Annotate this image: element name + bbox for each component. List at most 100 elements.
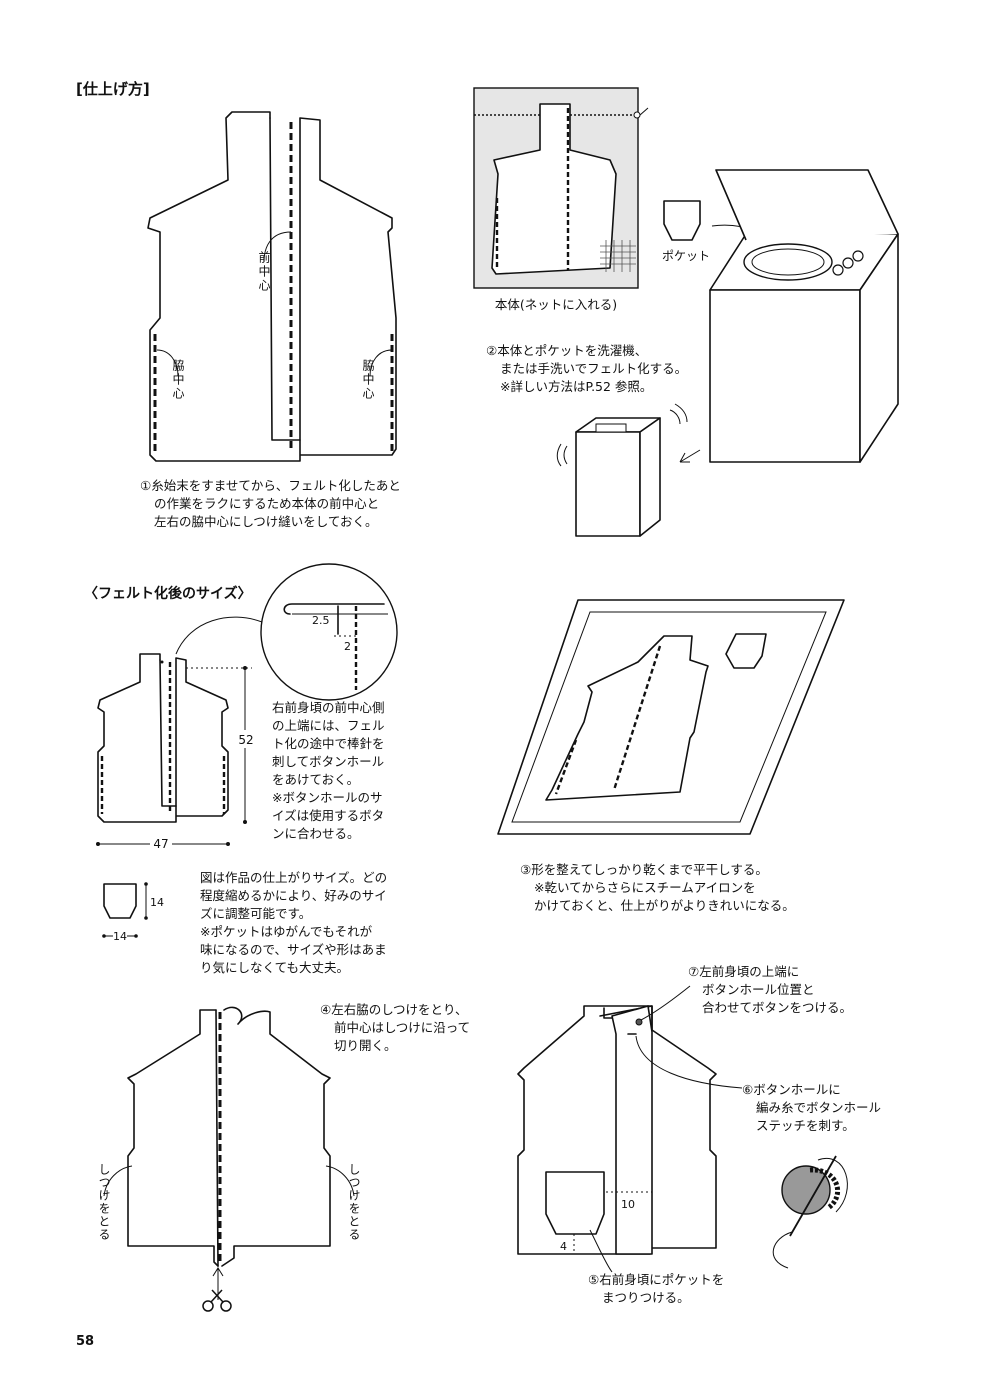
step4-cut-edge xyxy=(215,1009,219,1267)
felted-size-diagram: 52 47 2.5 2 右前身頃の前中心側 の上端には、フェル ト化の途中で棒針… xyxy=(96,563,398,975)
step1-vest-diagram: 前中心 脇中心 脇中心 xyxy=(147,111,397,462)
step4-caption-line2: 前中心はしつけに沿って xyxy=(334,1020,470,1035)
height-dot-bottom xyxy=(243,820,247,824)
step6-leader xyxy=(635,1035,743,1089)
step1-caption-line2: の作業をラクにするため本体の前中心と xyxy=(154,496,379,511)
vibration-mark-left-1 xyxy=(563,445,568,465)
pocket-width-label-mask xyxy=(113,929,127,942)
step5-leader xyxy=(589,1229,613,1273)
step2-caption-line3: ※詳しい方法はP.52 参照。 xyxy=(500,379,652,394)
small-washing-machine xyxy=(556,403,701,537)
buttonhole-mark xyxy=(160,660,164,664)
step6-caption-line3: ステッチを刺す。 xyxy=(756,1118,855,1133)
felted-pocket xyxy=(103,883,137,919)
felted-width-value: 47 xyxy=(153,837,168,851)
buttonhole-note: 右前身頃の前中心側 の上端には、フェル ト化の途中で棒針を 刺してボタンホール … xyxy=(272,700,385,841)
buttonhole-length-value: 2 xyxy=(344,640,351,653)
buttonhole-note-line7: イズは使用するボタ xyxy=(272,808,384,823)
right-side-leader xyxy=(369,349,393,377)
step3-caption-line3: かけておくと、仕上がりがよりきれいになる。 xyxy=(534,898,795,913)
step4-caption-line3: 切り開く。 xyxy=(334,1038,397,1053)
attached-pocket xyxy=(545,1171,605,1235)
detail-top-edge xyxy=(283,603,385,615)
vibration-mark-left-2 xyxy=(556,443,562,467)
washer-front xyxy=(709,289,861,463)
size-note-line4: ※ポケットはゆがんでもそれが xyxy=(200,924,373,939)
or-hand-wash-arrow xyxy=(679,449,701,463)
step3-caption-line1: ③形を整えてしっかり乾くまで平干しする。 xyxy=(520,862,768,877)
height-dot-top xyxy=(243,666,247,670)
finished-vest-overlap-flap xyxy=(611,1005,653,1255)
size-note: 図は作品の仕上がりサイズ。どの 程度縮めるかにより、好みのサイ ズに調整可能です… xyxy=(200,870,387,975)
drying-vest-side-basting xyxy=(554,739,578,795)
drying-vest-outline xyxy=(545,635,709,801)
finishing-section-title: [仕上げ方] xyxy=(76,80,150,98)
net-vest-outline xyxy=(491,103,617,275)
buttonhole-distance-value: 2.5 xyxy=(312,614,330,627)
drying-board-inner xyxy=(511,611,827,823)
pocket-label: ポケット xyxy=(662,249,710,263)
size-note-line1: 図は作品の仕上がりサイズ。どの xyxy=(200,870,387,885)
right-side-center-label: 脇中心 xyxy=(361,359,375,401)
remove-basting-right: しつけをとる xyxy=(347,1163,361,1241)
step1-front-overlap xyxy=(269,117,301,441)
buttonhole-note-line5: をあけておく。 xyxy=(272,772,359,787)
front-center-label: 前中心 xyxy=(257,250,271,293)
pocket-width-dot-right xyxy=(134,934,138,938)
step5-caption-line1: ⑤右前身頃にポケットを xyxy=(588,1272,724,1287)
step3-caption-line2: ※乾いてからさらにスチームアイロンを xyxy=(534,880,756,895)
buttonhole-detail-circle xyxy=(260,563,398,701)
step1-caption-line3: 左右の脇中心にしつけ縫いをしておく。 xyxy=(154,514,378,529)
step1-vest-outline xyxy=(147,111,397,462)
finished-vest-right-front xyxy=(599,1005,717,1249)
stitch-detail-button xyxy=(781,1165,831,1215)
width-dot-right xyxy=(226,842,230,846)
size-note-line6: り気にしなくても大丈夫。 xyxy=(200,960,349,975)
height-label-mask xyxy=(236,730,254,748)
buttonhole-note-line3: ト化の途中で棒針を xyxy=(272,736,385,751)
step7-caption-line1: ⑦左前身頃の上端に xyxy=(688,964,799,979)
net-mesh-patch xyxy=(600,240,636,272)
pocket-bottom-value: 4 xyxy=(560,1240,567,1253)
front-center-leader xyxy=(263,231,292,263)
pocket-height-dot-bottom xyxy=(144,916,148,920)
width-label-mask xyxy=(150,836,172,852)
remove-basting-leader-right xyxy=(325,1165,355,1197)
washer-side xyxy=(859,233,899,463)
step4-vest-diagram: しつけをとる しつけをとる xyxy=(97,1006,361,1312)
step4-caption-line1: ④左右脇のしつけをとり、 xyxy=(320,1002,467,1017)
step2-caption-line2: または手洗いでフェルト化する。 xyxy=(500,361,687,376)
pocket-width-value: 14 xyxy=(113,930,127,943)
remove-basting-leader-left xyxy=(103,1165,133,1197)
pocket-height-dot-top xyxy=(144,882,148,886)
sewing-needle xyxy=(789,1155,837,1237)
remove-basting-left: しつけをとる xyxy=(97,1163,111,1241)
washer-drum xyxy=(743,243,833,281)
washer-knob-3 xyxy=(852,250,864,262)
pocket-piece xyxy=(663,200,701,241)
width-dot-left xyxy=(96,842,100,846)
buttonhole-note-line2: の上端には、フェル xyxy=(272,718,385,733)
washer-knob-2 xyxy=(842,257,854,269)
step7-caption-line2: ボタンホール位置と xyxy=(702,982,815,997)
stitch-guide-loop xyxy=(817,1157,848,1213)
felted-height-value: 52 xyxy=(238,733,253,747)
felted-vest-overlap xyxy=(159,659,177,807)
pocket-width-dot-left xyxy=(102,934,106,938)
yarn-tail xyxy=(772,1231,793,1269)
vibration-mark-right-2 xyxy=(674,403,688,423)
page-number: 58 xyxy=(76,1334,94,1349)
flat-drying-diagram xyxy=(497,599,845,835)
buttonhole-note-line1: 右前身頃の前中心側 xyxy=(272,700,385,715)
left-side-center-label: 脇中心 xyxy=(171,359,185,401)
button xyxy=(635,1018,643,1026)
small-washer-front xyxy=(575,431,641,537)
buttonhole-note-line6: ※ボタンホールのサ xyxy=(272,790,382,805)
detail-callout-leader xyxy=(175,616,263,655)
net-zipper-pull xyxy=(633,111,641,119)
net-label: 本体(ネットに入れる) xyxy=(495,297,617,312)
step2-caption-line1: ②本体とポケットを洗濯機、 xyxy=(486,343,647,358)
washer-lid xyxy=(715,169,899,241)
step6-caption-line2: 編み糸でボタンホール xyxy=(756,1100,881,1115)
